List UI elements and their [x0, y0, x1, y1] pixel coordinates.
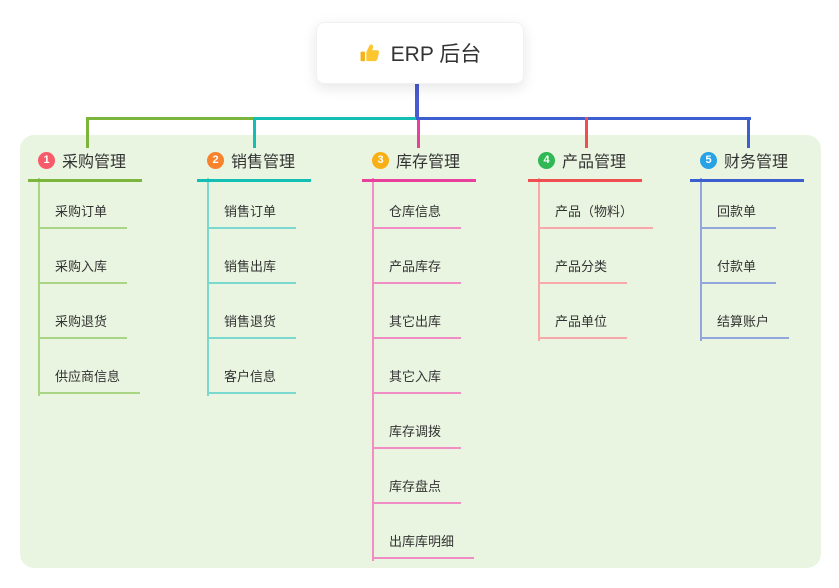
branch-drop-line [417, 120, 420, 148]
bus-line-blue [416, 117, 751, 120]
branch-topic-label: 库存管理 [396, 154, 461, 171]
child-topic[interactable]: 销售出库 [207, 256, 297, 284]
children-spine-line [372, 178, 374, 561]
branch-topic-label: 销售管理 [231, 154, 296, 171]
branch-topic[interactable]: 2 销售管理 [197, 146, 312, 182]
thumbs-up-icon [359, 42, 381, 64]
child-topic[interactable]: 采购入库 [38, 256, 128, 284]
branch-topic[interactable]: 3 库存管理 [362, 146, 477, 182]
child-topic[interactable]: 采购退货 [38, 311, 128, 339]
branch-drop-line [86, 117, 89, 148]
branch-number-badge: 3 [372, 151, 389, 169]
branch-topic[interactable]: 1 采购管理 [28, 146, 143, 182]
children-spine-line [207, 178, 209, 396]
child-topic[interactable]: 产品分类 [538, 256, 628, 284]
root-title: ERP 后台 [390, 43, 482, 66]
child-topic[interactable]: 付款单 [700, 256, 777, 284]
child-topic[interactable]: 结算账户 [700, 311, 790, 339]
child-topic[interactable]: 回款单 [700, 201, 777, 229]
children-spine-line [538, 178, 540, 341]
child-topic[interactable]: 仓库信息 [372, 201, 462, 229]
bus-line-teal [255, 117, 416, 120]
branch-number-badge: 1 [38, 151, 55, 169]
branch-drop-line [747, 117, 750, 148]
child-topic[interactable]: 库存盘点 [372, 476, 462, 504]
child-topic[interactable]: 供应商信息 [38, 366, 141, 394]
branch-drop-line [253, 117, 256, 148]
branch-number-badge: 4 [538, 151, 555, 169]
root-stem-line [415, 82, 419, 120]
child-topic[interactable]: 库存调拨 [372, 421, 462, 449]
child-topic[interactable]: 产品单位 [538, 311, 628, 339]
child-topic[interactable]: 销售订单 [207, 201, 297, 229]
children-spine-line [700, 178, 702, 341]
child-topic[interactable]: 其它出库 [372, 311, 462, 339]
branch-topic-label: 产品管理 [562, 154, 627, 171]
child-topic[interactable]: 出库库明细 [372, 531, 475, 559]
child-topic[interactable]: 其它入库 [372, 366, 462, 394]
bus-line-green [86, 117, 255, 120]
child-topic[interactable]: 产品（物料） [538, 201, 654, 229]
root-node[interactable]: ERP 后台 [316, 22, 524, 84]
branch-number-badge: 5 [700, 151, 717, 169]
branch-topic-label: 财务管理 [724, 154, 789, 171]
branch-number-badge: 2 [207, 151, 224, 169]
mindmap-panel [20, 135, 821, 568]
child-topic[interactable]: 产品库存 [372, 256, 462, 284]
child-topic[interactable]: 采购订单 [38, 201, 128, 229]
child-topic[interactable]: 客户信息 [207, 366, 297, 394]
branch-topic[interactable]: 5 财务管理 [690, 146, 805, 182]
child-topic[interactable]: 销售退货 [207, 311, 297, 339]
branch-topic-label: 采购管理 [62, 154, 127, 171]
branch-drop-line [585, 117, 588, 148]
branch-topic[interactable]: 4 产品管理 [528, 146, 643, 182]
children-spine-line [38, 178, 40, 396]
